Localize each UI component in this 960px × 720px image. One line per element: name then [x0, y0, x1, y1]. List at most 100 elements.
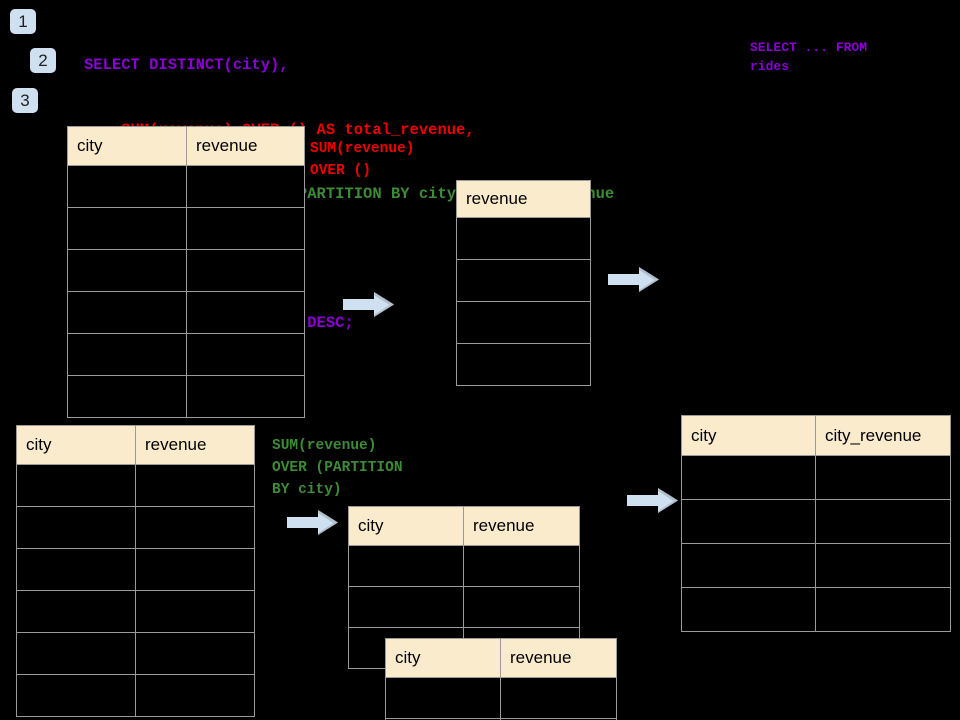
table-row [67, 165, 305, 208]
right-arrow-icon [287, 510, 338, 535]
column-header-revenue: revenue [135, 425, 255, 465]
table-row [67, 333, 305, 376]
cell-city [16, 464, 136, 507]
cell-revenue [135, 632, 255, 675]
cell-city [16, 590, 136, 633]
table-row [681, 455, 951, 500]
table-header-row: city revenue [348, 506, 580, 546]
table-row [16, 548, 255, 591]
table-row [681, 499, 951, 544]
cell-city [67, 249, 187, 292]
cell-revenue [135, 464, 255, 507]
cell-city [681, 543, 816, 588]
rides-source-table-bottom: city revenue [16, 425, 255, 717]
cell-revenue [186, 207, 305, 250]
cell-city [348, 545, 464, 587]
table-row [67, 207, 305, 250]
cell-revenue [456, 217, 591, 260]
cell-city [681, 587, 816, 632]
arrow-total-to-result [608, 265, 660, 300]
cell-revenue [186, 375, 305, 418]
table-row [456, 301, 591, 344]
cell-city [67, 165, 187, 208]
cell-city [348, 586, 464, 628]
step-badge-2: 2 [30, 48, 56, 73]
column-header-revenue: revenue [456, 180, 591, 218]
column-header-city: city [385, 638, 501, 678]
cell-city [67, 291, 187, 334]
annotation-select-from-rides: SELECT ... FROM rides [750, 40, 868, 74]
column-header-city: city [681, 415, 816, 456]
table-row [67, 375, 305, 418]
column-header-revenue: revenue [500, 638, 617, 678]
step-badge-1: 1 [10, 9, 36, 34]
step-badge-3: 3 [12, 88, 38, 113]
table-row [348, 586, 580, 628]
cell-city [681, 455, 816, 500]
column-header-city: city [348, 506, 464, 546]
table-header-row: city city_revenue [681, 415, 951, 456]
cell-revenue [186, 249, 305, 292]
cell-revenue [135, 674, 255, 717]
cell-city [681, 499, 816, 544]
cell-revenue [186, 291, 305, 334]
cell-city-revenue [815, 543, 951, 588]
cell-revenue [135, 590, 255, 633]
cell-city-revenue [815, 455, 951, 500]
cell-city-revenue [815, 587, 951, 632]
cell-city [16, 632, 136, 675]
table-row [456, 343, 591, 386]
table-row [456, 259, 591, 302]
rides-source-table-top: city revenue [67, 126, 305, 418]
column-header-revenue: revenue [463, 506, 580, 546]
cell-revenue [463, 545, 580, 587]
cell-revenue [456, 301, 591, 344]
cell-revenue [135, 548, 255, 591]
table-row [681, 543, 951, 588]
annotation-sum-over-partition: SUM(revenue) OVER (PARTITION BY city) [272, 438, 403, 498]
cell-revenue [456, 259, 591, 302]
cell-city [16, 548, 136, 591]
table-row [16, 506, 255, 549]
table-row [16, 590, 255, 633]
right-arrow-icon [627, 488, 678, 513]
cell-revenue [463, 586, 580, 628]
arrow-rides-to-partition [287, 508, 339, 543]
table-row [456, 217, 591, 260]
column-header-city-revenue: city_revenue [815, 415, 951, 456]
result-table: city city_revenue [681, 415, 951, 632]
table-row [681, 587, 951, 632]
right-arrow-icon [608, 267, 659, 292]
cell-city [67, 375, 187, 418]
total-revenue-table: revenue [456, 180, 591, 386]
table-row [67, 249, 305, 292]
cell-city [67, 333, 187, 376]
partition-group-table-front: city revenue [385, 638, 617, 720]
cell-revenue [186, 165, 305, 208]
cell-city [67, 207, 187, 250]
sql-line-select: SELECT DISTINCT(city), [84, 56, 289, 74]
column-header-city: city [67, 126, 187, 166]
table-header-row: city revenue [16, 425, 255, 465]
table-row [385, 677, 617, 719]
cell-city [385, 677, 501, 719]
table-header-row: revenue [456, 180, 591, 218]
table-row [16, 674, 255, 717]
cell-city-revenue [815, 499, 951, 544]
table-header-row: city revenue [67, 126, 305, 166]
arrow-rides-to-total [343, 290, 395, 325]
cell-revenue [135, 506, 255, 549]
cell-revenue [500, 718, 617, 720]
table-row [385, 718, 617, 720]
table-row [16, 632, 255, 675]
cell-city [16, 506, 136, 549]
table-row [67, 291, 305, 334]
column-header-revenue: revenue [186, 126, 305, 166]
table-header-row: city revenue [385, 638, 617, 678]
column-header-city: city [16, 425, 136, 465]
right-arrow-icon [343, 292, 394, 317]
table-row [16, 464, 255, 507]
table-row [348, 545, 580, 587]
cell-city [16, 674, 136, 717]
